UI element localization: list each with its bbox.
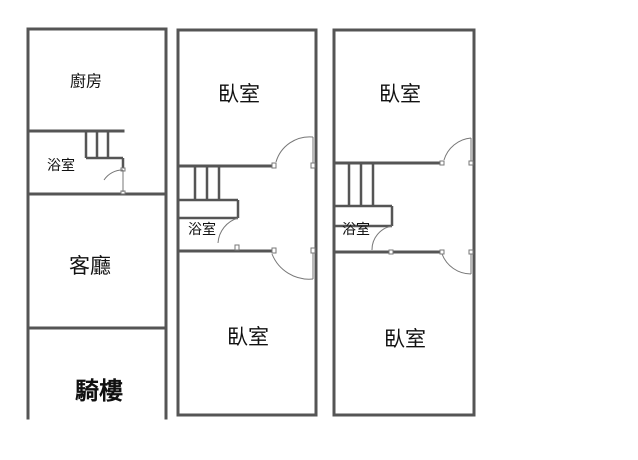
floor-2-plan [176,28,318,417]
floor-3-outer-wall [332,28,476,417]
floor-1-outer-wall [26,27,168,420]
door-swing-icon [439,249,474,275]
floor-1-kitchen-label: 廚房 [70,72,102,91]
door-swing-icon [439,137,474,166]
floor-2-outer-wall [176,28,318,417]
floor-1-arcade-label: 騎樓 [75,377,123,405]
door-swing-icon [103,167,126,195]
door-swing-icon [371,225,394,255]
floor-1-bathroom-label: 浴室 [47,157,75,174]
door-swing-icon [271,247,316,280]
floor-1-plan [26,27,168,420]
floor-3-plan [332,28,476,417]
stair-icon [334,163,394,228]
door-swing-icon [271,136,316,169]
floor-2-bathroom-label: 浴室 [188,221,216,238]
floor-2-bedroom-back-label: 臥室 [227,325,269,349]
floor-3-bathroom-label: 浴室 [342,221,370,238]
door-swing-icon [217,217,240,251]
stair-icon [178,166,240,220]
stair-icon [84,131,125,170]
floor-3-bedroom-back-label: 臥室 [384,327,426,351]
floor-3-bedroom-front-label: 臥室 [379,82,421,106]
floor-1-living-room-label: 客廳 [69,254,111,278]
floor-2-bedroom-front-label: 臥室 [218,82,260,106]
